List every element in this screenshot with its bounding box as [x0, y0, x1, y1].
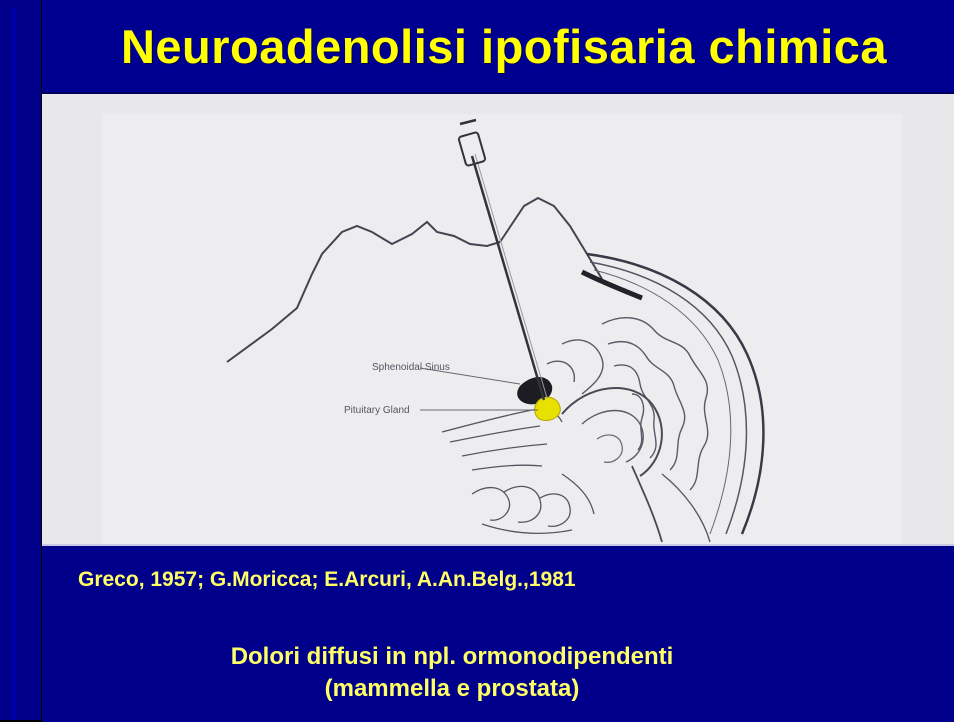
slide-title: Neuroadenolisi ipofisaria chimica [109, 19, 887, 74]
description-text: Dolori diffusi in npl. ormonodipendenti … [42, 641, 862, 705]
anatomical-illustration: Sphenoidal Sinus Pituitary Gland [42, 94, 954, 544]
slide: Neuroadenolisi ipofisaria chimica [42, 0, 954, 720]
caption-area: Greco, 1957; G.Moricca; E.Arcuri, A.An.B… [42, 544, 954, 722]
description-line-1: Dolori diffusi in npl. ormonodipendenti [42, 641, 862, 673]
label-sphenoidal-sinus: Sphenoidal Sinus [372, 362, 450, 373]
left-border-line [12, 8, 16, 720]
sagittal-head-drawing: Sphenoidal Sinus Pituitary Gland [42, 94, 954, 544]
title-bar: Neuroadenolisi ipofisaria chimica [42, 0, 954, 94]
pituitary-gland-shape [535, 397, 561, 420]
label-pituitary-gland: Pituitary Gland [344, 405, 410, 416]
citation-text: Greco, 1957; G.Moricca; E.Arcuri, A.An.B… [78, 568, 576, 592]
left-border-strip [0, 0, 41, 720]
paper-page [102, 114, 902, 544]
description-line-2: (mammella e prostata) [42, 673, 862, 705]
